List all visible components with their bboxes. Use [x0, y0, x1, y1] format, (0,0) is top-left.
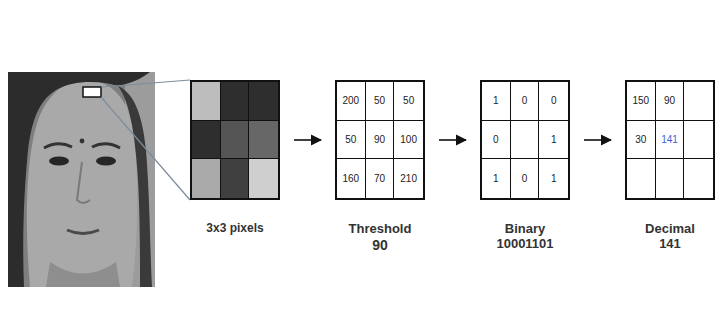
zoom-line: [101, 80, 190, 87]
grid-block: 3x3 pixels: [190, 80, 280, 236]
grid-cell: [656, 159, 685, 198]
cell-value: 0: [522, 173, 528, 184]
grid-cell: 0: [511, 82, 540, 121]
grid-cell: 90: [656, 82, 685, 121]
grid-cell: [684, 121, 713, 160]
zoom-line: [101, 97, 190, 200]
caption-value: 10001101: [496, 237, 553, 252]
grid-block: 2005050509010016070210Threshold90: [335, 80, 425, 253]
grid-cell: 90: [366, 121, 395, 160]
pixel-grid: 1 0 0 0 1 1 0 1: [480, 80, 570, 200]
caption-value: 141: [659, 237, 681, 252]
eye: [96, 157, 116, 166]
flow-arrow: [439, 139, 466, 141]
grid-cell: 1: [482, 159, 511, 198]
grid-caption: 3x3 pixels: [206, 222, 263, 236]
caption-group: 3x3 pixels: [190, 222, 280, 236]
grid-cell: 50: [394, 82, 423, 121]
grid-cell: [221, 121, 250, 160]
cell-value: 30: [635, 134, 646, 145]
cell-value: 1: [493, 95, 499, 106]
cell-value: 50: [403, 95, 414, 106]
face-skin: [27, 80, 137, 287]
grid-cell: [249, 82, 278, 121]
grid-cell: 1: [539, 121, 568, 160]
cell-value: 160: [342, 173, 359, 184]
grid-caption: Binary: [505, 222, 545, 237]
cell-value: 90: [664, 95, 675, 106]
grid-cell: [249, 121, 278, 160]
cell-value: 1: [493, 173, 499, 184]
sample-window: [83, 87, 101, 97]
eye: [49, 157, 69, 166]
grid-cell: [192, 159, 221, 198]
grid-caption: Threshold: [349, 222, 412, 237]
cell-value: 1: [551, 134, 557, 145]
hair-side: [118, 86, 152, 287]
grid-cell: 1: [482, 82, 511, 121]
grid-cell: 0: [539, 82, 568, 121]
cell-value: 0: [551, 95, 557, 106]
cell-value: 100: [400, 134, 417, 145]
cell-value: 50: [374, 95, 385, 106]
grid-cell: 210: [394, 159, 423, 198]
bindi: [80, 139, 85, 144]
grid-cell: 50: [366, 82, 395, 121]
grid-cell: 141: [656, 121, 685, 160]
grid-cell: [684, 159, 713, 198]
grid-cell: 150: [627, 82, 656, 121]
cell-value: 0: [522, 95, 528, 106]
cell-value: 210: [400, 173, 417, 184]
cell-value: 141: [661, 134, 678, 145]
cell-value: 70: [374, 173, 385, 184]
flow-arrow: [294, 139, 321, 141]
cell-value: 1: [551, 173, 557, 184]
flow-arrow: [584, 139, 611, 141]
grid-block: 1 0 0 0 1 1 0 1Binary10001101: [480, 80, 570, 252]
grid-cell: [221, 159, 250, 198]
mouth: [67, 230, 99, 234]
caption-group: Binary10001101: [480, 222, 570, 252]
cell-value: 50: [345, 134, 356, 145]
grid-cell: [249, 159, 278, 198]
pixel-grid: 200 50 50 50 90 100 160 70 210: [335, 80, 425, 200]
cell-value: 150: [632, 95, 649, 106]
grid-cell: 30: [627, 121, 656, 160]
grid-cell: [511, 121, 540, 160]
caption-value: 90: [372, 237, 388, 253]
photo-ground: [8, 72, 155, 287]
cell-value: 0: [493, 134, 499, 145]
grid-cell: 0: [482, 121, 511, 160]
cell-value: 90: [374, 134, 385, 145]
grid-cell: [684, 82, 713, 121]
grid-cell: 160: [337, 159, 366, 198]
grid-cell: 70: [366, 159, 395, 198]
grid-cell: 50: [337, 121, 366, 160]
cell-value: 200: [342, 95, 359, 106]
pixel-grid: 150 90 30 141: [625, 80, 715, 200]
pixel-grid: [190, 80, 280, 200]
grid-cell: 200: [337, 82, 366, 121]
caption-group: Threshold90: [335, 222, 425, 253]
nose: [77, 162, 90, 203]
caption-group: Decimal141: [625, 222, 715, 252]
grid-cell: 0: [511, 159, 540, 198]
eyebrow: [44, 144, 72, 148]
eyebrow: [92, 144, 120, 148]
grid-cell: [221, 82, 250, 121]
grid-caption: Decimal: [645, 222, 695, 237]
grid-cell: [627, 159, 656, 198]
grid-cell: [192, 121, 221, 160]
grid-cell: 1: [539, 159, 568, 198]
chin-shadow: [46, 262, 120, 287]
grid-cell: 100: [394, 121, 423, 160]
grid-block: 1509030141Decimal141: [625, 80, 715, 252]
grid-cell: [192, 82, 221, 121]
